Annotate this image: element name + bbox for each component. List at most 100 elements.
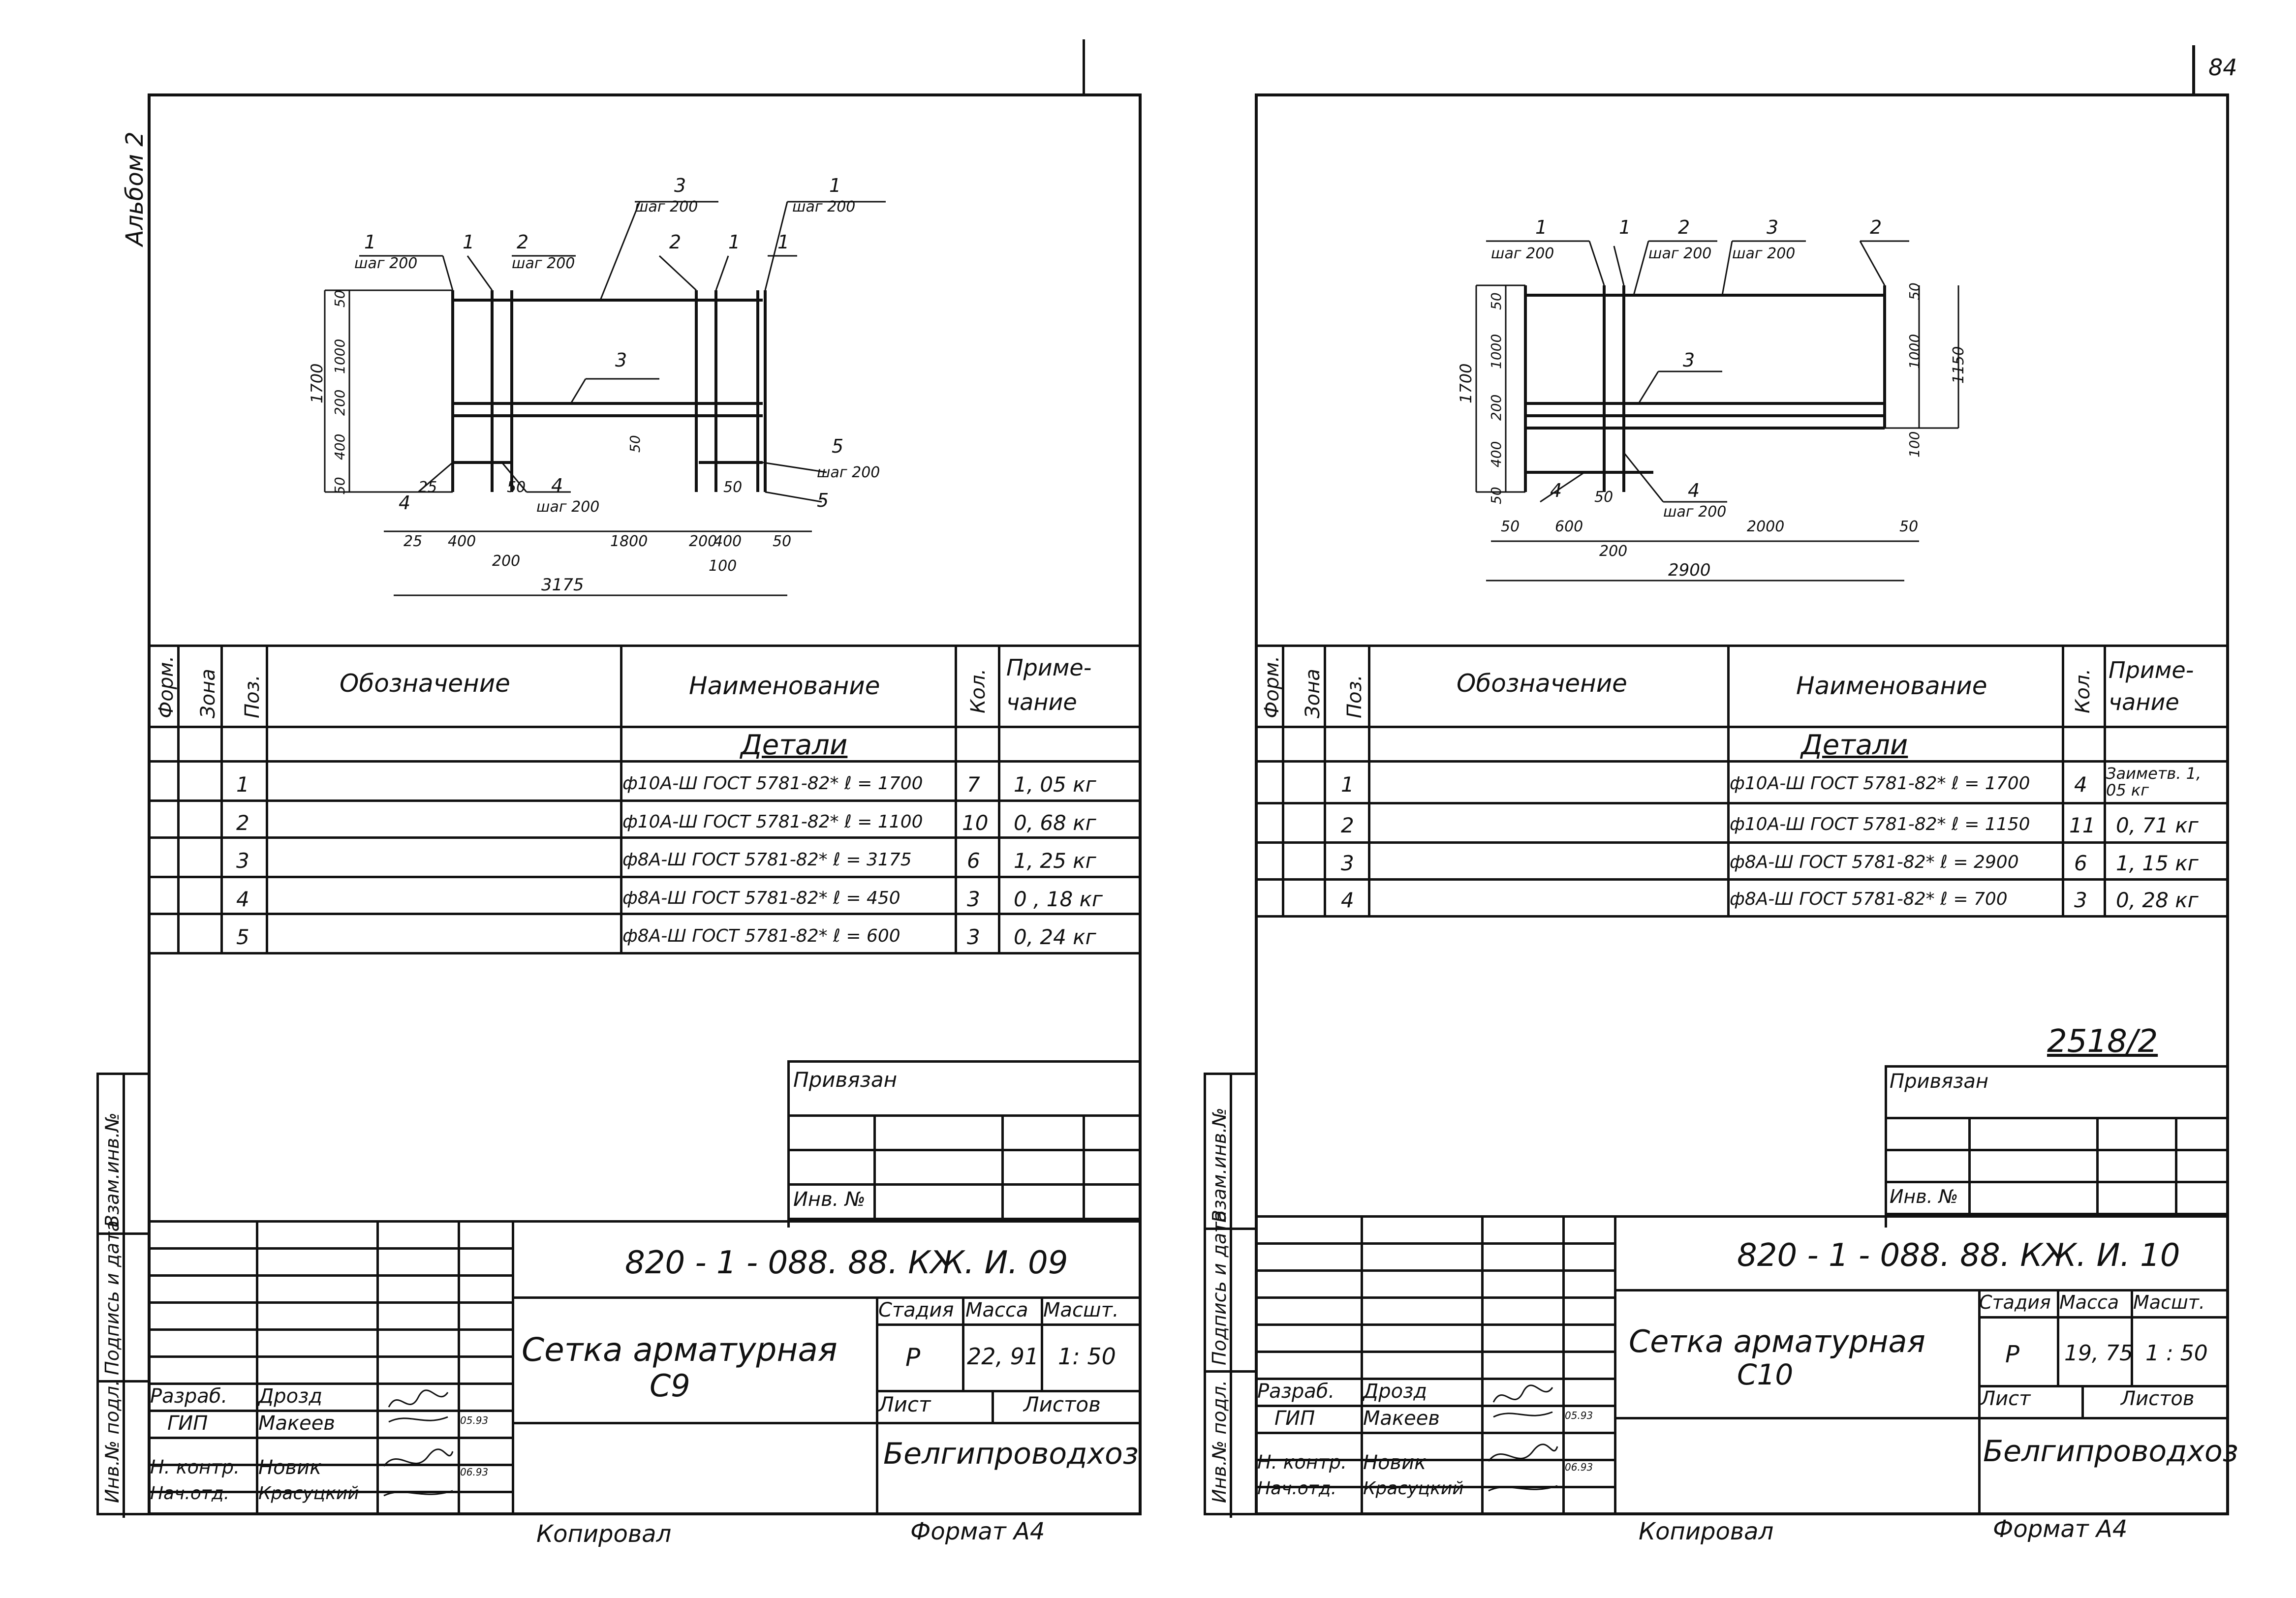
svg-text:50: 50 xyxy=(773,533,791,550)
svg-text:5: 5 xyxy=(817,490,829,511)
svg-text:50: 50 xyxy=(1488,292,1504,310)
svg-text:100: 100 xyxy=(1906,431,1923,458)
svg-text:50: 50 xyxy=(1488,487,1504,504)
svg-text:50: 50 xyxy=(507,479,526,496)
svg-text:50: 50 xyxy=(723,479,742,496)
details-heading: Детали xyxy=(741,729,848,761)
left-doc-code: 820 - 1 - 088. 88. КЖ. И. 09 xyxy=(625,1245,1068,1281)
svg-text:3: 3 xyxy=(674,175,686,196)
svg-text:шаг 200: шаг 200 xyxy=(1491,245,1554,262)
svg-text:25: 25 xyxy=(403,533,422,550)
right-title: Сетка арматурная xyxy=(1629,1323,1925,1359)
right-format: Формат А4 xyxy=(1993,1515,2128,1543)
svg-text:1: 1 xyxy=(728,231,740,253)
album-label: Альбом 2 xyxy=(121,131,149,246)
left-pos-label: 1 xyxy=(364,231,376,253)
left-top-tick xyxy=(1083,39,1085,96)
svg-text:шаг 200: шаг 200 xyxy=(1732,245,1795,262)
svg-text:1000: 1000 xyxy=(332,339,348,374)
svg-text:50: 50 xyxy=(627,435,643,453)
page-number-box xyxy=(2192,45,2195,94)
svg-text:200: 200 xyxy=(332,390,348,416)
svg-text:3175: 3175 xyxy=(541,575,584,595)
svg-text:1700: 1700 xyxy=(1457,364,1475,403)
left-side-strip: Инв.№ подл. Подпись и дата Взам.инв.№ xyxy=(96,1073,150,1518)
table-row: 3 xyxy=(236,849,249,873)
left-privyazan-block: Привязан Инв. № xyxy=(787,1060,1142,1228)
left-copied: Копировал xyxy=(536,1520,672,1548)
th-zone: Зона xyxy=(197,669,219,718)
left-sheet-frame xyxy=(148,93,1142,1515)
svg-text:шаг 200: шаг 200 xyxy=(512,255,575,272)
svg-text:2: 2 xyxy=(669,231,681,253)
svg-text:4: 4 xyxy=(1550,480,1562,501)
right-sheet-frame xyxy=(1255,93,2229,1515)
svg-text:50: 50 xyxy=(332,290,348,307)
svg-text:25: 25 xyxy=(418,479,437,496)
svg-text:шаг 200: шаг 200 xyxy=(635,198,698,215)
svg-text:3: 3 xyxy=(1767,216,1778,238)
svg-text:50: 50 xyxy=(1906,282,1923,300)
svg-text:200: 200 xyxy=(492,553,520,570)
left-drawing: 1 шаг 200 1 2 шаг 200 3 шаг 200 2 1 1 1 … xyxy=(308,175,886,596)
right-side-strip: Инв.№ подл. Подпись и дата Взам.инв.№ xyxy=(1204,1073,1257,1518)
svg-text:2000: 2000 xyxy=(1747,518,1784,535)
table-row: 4 xyxy=(236,887,249,911)
signature-image xyxy=(1488,1384,1558,1492)
table-row: 4 xyxy=(1341,888,1354,912)
svg-text:1: 1 xyxy=(1535,216,1547,238)
svg-text:4: 4 xyxy=(399,492,410,514)
svg-text:200: 200 xyxy=(1599,543,1627,560)
th-note: Приме- xyxy=(1006,654,1092,681)
svg-text:3: 3 xyxy=(615,349,627,371)
svg-text:1: 1 xyxy=(463,231,474,253)
svg-text:200: 200 xyxy=(1488,395,1504,421)
left-format: Формат А4 xyxy=(910,1518,1045,1545)
left-title-block: 820 - 1 - 088. 88. КЖ. И. 09 Сетка армат… xyxy=(148,1220,1142,1515)
svg-text:2: 2 xyxy=(1870,216,1882,238)
svg-text:шаг 200: шаг 200 xyxy=(1663,503,1726,521)
svg-text:400: 400 xyxy=(332,434,348,460)
svg-text:50: 50 xyxy=(1501,518,1520,535)
svg-text:400: 400 xyxy=(448,533,476,550)
svg-text:200: 200 xyxy=(689,533,717,550)
th-designation: Обозначение xyxy=(340,669,510,698)
right-drawing: 1 шаг 200 1 2 шаг 200 3 шаг 200 2 3 4 ша… xyxy=(1457,216,1967,582)
right-org: Белгипроводхоз xyxy=(1983,1434,2238,1469)
table-row: 2 xyxy=(1341,813,1354,837)
table-row: 2 xyxy=(236,811,249,835)
left-org: Белгипроводхоз xyxy=(883,1437,1139,1471)
th-pos: Поз. xyxy=(241,675,264,718)
svg-text:5: 5 xyxy=(832,435,843,457)
svg-text:2900: 2900 xyxy=(1668,560,1711,580)
svg-text:1150: 1150 xyxy=(1950,346,1967,384)
right-doc-code: 820 - 1 - 088. 88. КЖ. И. 10 xyxy=(1737,1237,2180,1274)
svg-text:1000: 1000 xyxy=(1906,334,1923,369)
right-spec-table: Форм. Зона Поз. Обозначение Наименование… xyxy=(1255,645,2229,945)
svg-text:50: 50 xyxy=(1899,518,1918,535)
table-row: 1 xyxy=(1341,772,1354,797)
svg-text:2: 2 xyxy=(1678,216,1690,238)
svg-text:1700: 1700 xyxy=(308,364,326,403)
page-number: 84 xyxy=(2208,54,2237,81)
svg-text:100: 100 xyxy=(709,557,737,575)
svg-text:50: 50 xyxy=(332,477,348,494)
table-row: 5 xyxy=(236,925,249,949)
svg-text:3: 3 xyxy=(1683,349,1695,371)
svg-text:шаг 200: шаг 200 xyxy=(792,198,855,215)
svg-text:2: 2 xyxy=(517,231,528,253)
right-copied: Копировал xyxy=(1639,1518,1774,1545)
svg-text:4: 4 xyxy=(1688,480,1700,501)
svg-text:400: 400 xyxy=(714,533,742,550)
svg-text:шаг 200: шаг 200 xyxy=(817,464,880,481)
th-name: Наименование xyxy=(689,672,880,700)
right-title-block: 820 - 1 - 088. 88. КЖ. И. 10 Сетка армат… xyxy=(1255,1215,2238,1515)
svg-text:1000: 1000 xyxy=(1488,334,1504,369)
svg-text:600: 600 xyxy=(1555,518,1583,535)
svg-text:1: 1 xyxy=(1619,216,1631,238)
table-row: 1 xyxy=(236,772,249,797)
th-qty: Кол. xyxy=(967,668,990,713)
svg-text:1: 1 xyxy=(777,231,789,253)
th-form: Форм. xyxy=(155,655,178,718)
left-title: Сетка арматурная xyxy=(522,1331,838,1369)
